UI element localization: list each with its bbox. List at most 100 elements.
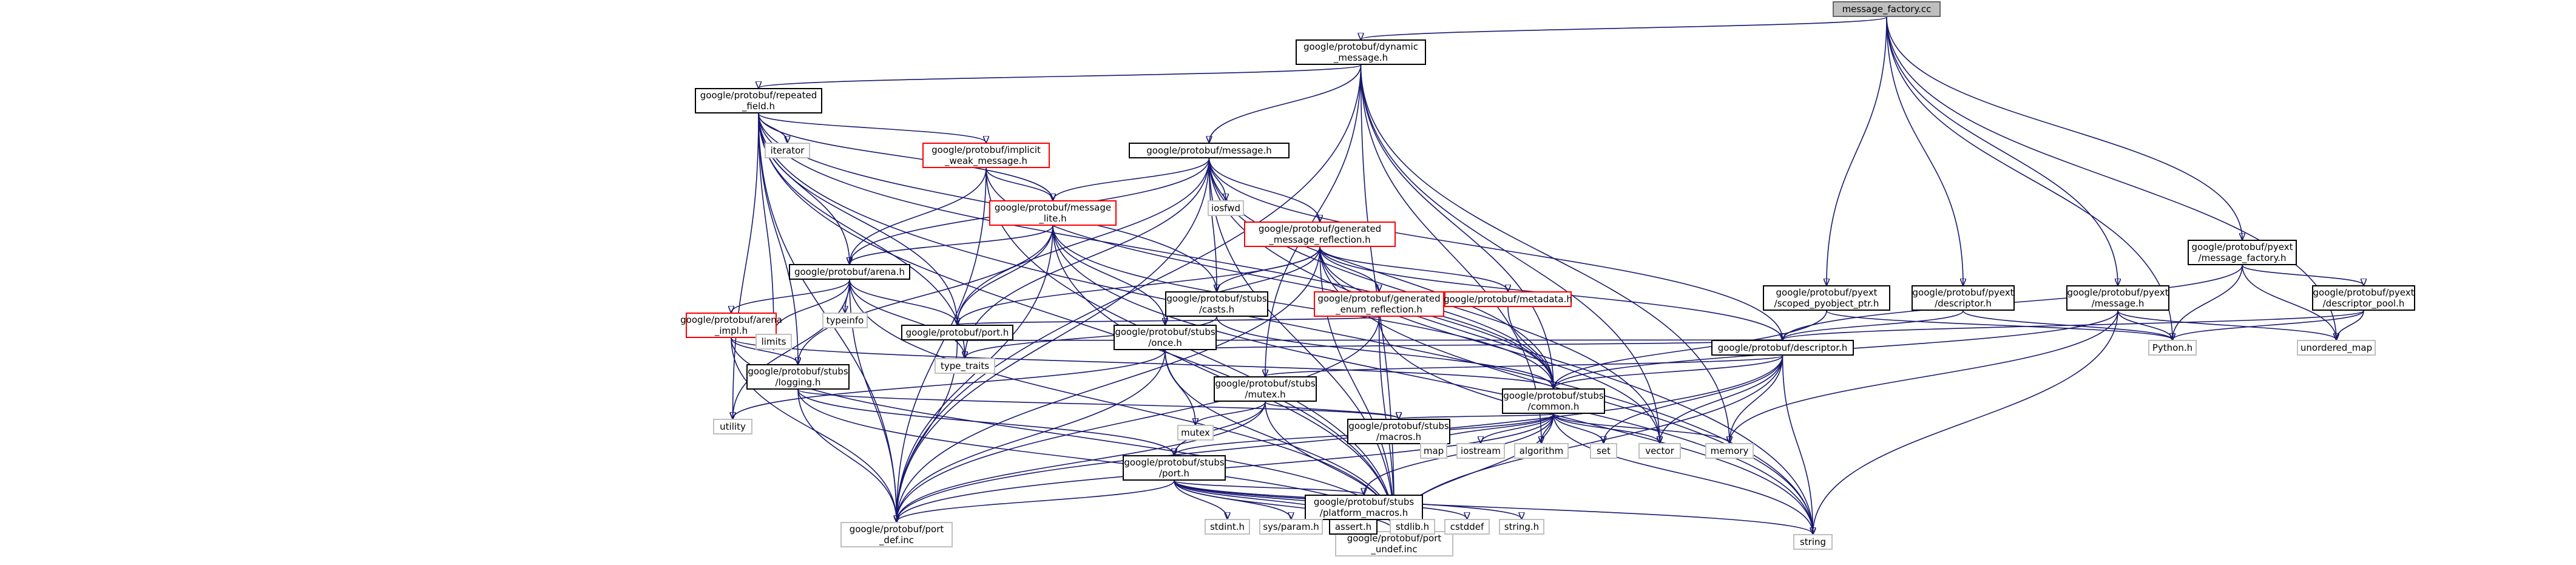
node-python-h: Python.h (2148, 340, 2197, 356)
edge-repeated-field-h-to-arena-h (758, 113, 850, 264)
edge-stubs-port-h-to-port-def-inc (897, 480, 1175, 522)
edge-stubs-common-h-to-string (1553, 413, 1813, 534)
edge-descriptor-h-to-string (1782, 355, 1813, 534)
node-arena-h[interactable]: google/protobuf/arena.h (789, 264, 910, 280)
edge-message-factory-cc-to-python-h (1886, 16, 2172, 340)
node-label: google/protobuf/pyext /descriptor_pool.h (2313, 287, 2415, 309)
edge-implicit-weak-message-h-to-message-lite-h (985, 167, 1053, 200)
node-stubs-logging-h[interactable]: google/protobuf/stubs /logging.h (746, 364, 850, 390)
edge-message-lite-h-to-port-h (958, 225, 1053, 325)
node-pyext-descriptor-h[interactable]: google/protobuf/pyext /descriptor.h (1912, 285, 2015, 311)
edge-descriptor-h-to-stubs-common-h (1553, 355, 1783, 388)
node-label: google/protobuf/stubs /casts.h (1166, 293, 1267, 315)
node-label: google/protobuf/stubs /mutex.h (1215, 378, 1316, 400)
node-pyext-message-factory-h[interactable]: google/protobuf/pyext /message_factory.h (2188, 240, 2297, 265)
edge-pyext-message-h-to-memory (1729, 310, 2118, 443)
edge-repeated-field-h-to-utility (733, 113, 759, 419)
node-metadata-h[interactable]: google/protobuf/metadata.h (1444, 291, 1572, 307)
node-port-h[interactable]: google/protobuf/port.h (901, 325, 1013, 340)
edge-stubs-casts-h-to-type-traits (965, 316, 1217, 358)
node-pyext-scoped-pyobject-ptr-h[interactable]: google/protobuf/pyext /scoped_pyobject_p… (1763, 285, 1890, 311)
edge-message-h-to-descriptor-h (1208, 158, 1783, 340)
edge-arena-h-to-arena-impl-h (731, 279, 850, 313)
node-stubs-common-h[interactable]: google/protobuf/stubs /common.h (1502, 388, 1605, 414)
node-label: google/protobuf/pyext /message.h (2067, 287, 2169, 309)
node-label: unordered_map (2300, 342, 2373, 353)
node-assert-h[interactable]: assert.h (1329, 519, 1378, 535)
edge-stubs-logging-h-to-stubs-macros-h (797, 389, 1399, 419)
node-label: utility (720, 421, 746, 432)
edge-pyext-message-factory-h-to-unordered-map (2242, 265, 2336, 340)
node-arena-impl-h[interactable]: google/protobuf/arena _impl.h (680, 313, 782, 338)
edge-stubs-logging-h-to-stubs-port-h (797, 389, 1174, 455)
edge-arena-h-to-port-undef-inc (849, 279, 1394, 531)
node-pyext-message-h[interactable]: google/protobuf/pyext /message.h (2066, 285, 2169, 311)
edge-implicit-weak-message-h-to-port-def-inc (897, 167, 987, 522)
node-label: google/protobuf/message.h (1146, 145, 1272, 156)
node-message-lite-h[interactable]: google/protobuf/message _lite.h (989, 200, 1117, 226)
node-label: google/protobuf/generated _message_refle… (1258, 223, 1382, 245)
edge-dynamic-message-h-to-port-def-inc (897, 64, 1362, 522)
node-repeated-field-h[interactable]: google/protobuf/repeated _field.h (695, 88, 822, 113)
node-label: google/protobuf/stubs /once.h (1115, 326, 1215, 348)
node-stdlib-h: stdlib.h (1390, 519, 1435, 535)
edge-dynamic-message-h-to-stubs-common-h (1360, 64, 1554, 388)
edge-message-lite-h-to-arena-h (850, 225, 1053, 264)
edge-descriptor-h-to-set (1604, 355, 1783, 443)
edge-message-lite-h-to-string (1052, 225, 1813, 534)
node-label: google/protobuf/descriptor.h (1717, 342, 1848, 353)
edge-message-lite-h-to-stubs-common-h (1052, 225, 1553, 388)
node-type-traits: type_traits (935, 358, 995, 374)
edge-pyext-message-h-to-string (1813, 310, 2118, 534)
node-pyext-descriptor-pool-h[interactable]: google/protobuf/pyext /descriptor_pool.h (2312, 285, 2415, 311)
node-label: google/protobuf/port.h (905, 327, 1009, 338)
node-label: iosfwd (1211, 203, 1240, 214)
edge-stubs-common-h-to-vector (1553, 413, 1660, 443)
node-stubs-once-h[interactable]: google/protobuf/stubs /once.h (1114, 325, 1217, 350)
node-generated-enum-reflection-h[interactable]: google/protobuf/generated _enum_reflecti… (1314, 291, 1444, 317)
node-implicit-weak-message-h[interactable]: google/protobuf/implicit _weak_message.h (922, 143, 1050, 168)
node-dynamic-message-h[interactable]: google/protobuf/dynamic _message.h (1296, 39, 1426, 65)
edge-stubs-common-h-to-stubs-macros-h (1399, 414, 1554, 419)
edge-descriptor-h-to-stubs-mutex-h (1265, 355, 1783, 376)
node-stubs-casts-h[interactable]: google/protobuf/stubs /casts.h (1165, 291, 1268, 317)
edge-arena-impl-h-to-stubs-logging-h (731, 337, 798, 364)
node-label: google/protobuf/stubs /platform_macros.h (1313, 496, 1415, 518)
edge-message-factory-cc-to-pyext-message-factory-h (1886, 16, 2242, 240)
node-label: google/protobuf/pyext /scoped_pyobject_p… (1774, 287, 1879, 309)
edge-arena-h-to-port-h (849, 279, 958, 325)
edge-stubs-mutex-h-to-stubs-macros-h (1265, 401, 1399, 419)
node-descriptor-h[interactable]: google/protobuf/descriptor.h (1711, 340, 1854, 356)
edge-message-lite-h-to-port-def-inc (897, 225, 1053, 522)
edge-metadata-h-to-stubs-common-h (1507, 306, 1553, 388)
node-stubs-macros-h[interactable]: google/protobuf/stubs /macros.h (1347, 419, 1450, 444)
node-label: algorithm (1519, 445, 1564, 456)
node-label: google/protobuf/arena _impl.h (680, 314, 782, 336)
node-stubs-mutex-h[interactable]: google/protobuf/stubs /mutex.h (1214, 376, 1317, 402)
node-stubs-platform-macros-h[interactable]: google/protobuf/stubs /platform_macros.h (1305, 495, 1423, 520)
node-memory: memory (1705, 443, 1754, 459)
node-port-undef-inc: google/protobuf/port _undef.inc (1335, 531, 1453, 557)
edge-generated-message-reflection-h-to-stubs-common-h (1319, 246, 1553, 388)
node-message-h[interactable]: google/protobuf/message.h (1129, 143, 1290, 158)
edge-repeated-field-h-to-stubs-logging-h (758, 113, 798, 364)
node-label: map (1423, 445, 1444, 456)
edge-message-h-to-message-lite-h (1053, 158, 1210, 200)
node-stubs-port-h[interactable]: google/protobuf/stubs /port.h (1123, 455, 1226, 481)
node-algorithm: algorithm (1514, 443, 1569, 459)
edge-stubs-port-h-to-stubs-platform-macros-h (1174, 480, 1364, 495)
edge-pyext-descriptor-h-to-descriptor-h (1783, 310, 1964, 340)
edge-stubs-casts-h-to-stubs-common-h (1216, 316, 1553, 388)
node-label: string.h (1504, 521, 1540, 532)
edge-stubs-common-h-to-set (1553, 413, 1604, 443)
edge-pyext-message-h-to-unordered-map (2117, 310, 2336, 340)
edge-descriptor-h-to-port-def-inc (897, 355, 1783, 522)
node-label: type_traits (940, 360, 990, 371)
node-iosfwd: iosfwd (1208, 200, 1244, 216)
edge-message-factory-cc-to-pyext-scoped-pyobject-ptr-h (1827, 16, 1887, 285)
node-label: iostream (1461, 445, 1501, 456)
edge-dynamic-message-h-to-message-h (1209, 64, 1362, 143)
node-generated-message-reflection-h[interactable]: google/protobuf/generated _message_refle… (1244, 222, 1396, 247)
edge-stubs-once-h-to-utility (733, 350, 1166, 419)
node-label: google/protobuf/repeated _field.h (700, 90, 817, 112)
